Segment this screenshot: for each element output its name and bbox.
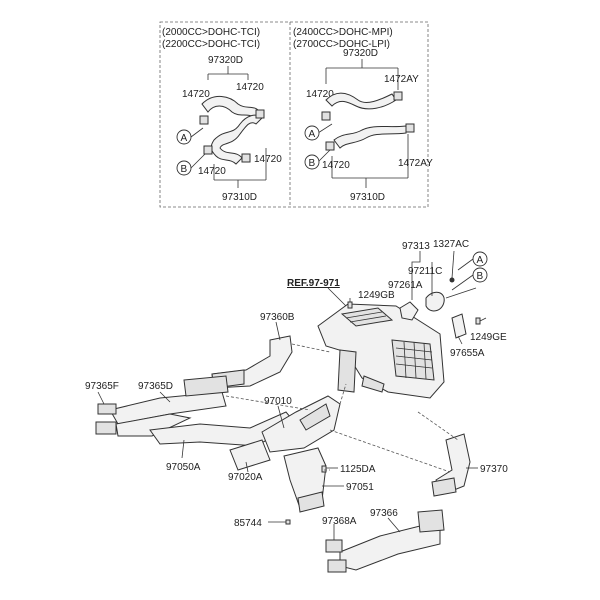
inset-left-bottom-leader	[213, 148, 267, 188]
inset-right-panel: (2400CC>DOHC-MPI) (2700CC>DOHC-LPI) 9732…	[293, 27, 433, 203]
part-97365f-label: 97365F	[85, 381, 119, 392]
part-97368a-label: 97368A	[322, 516, 357, 527]
part-97261a-label: 97261A	[388, 280, 423, 291]
inset-left-callout-leaders	[190, 127, 208, 169]
main-callout-b-letter: B	[477, 271, 484, 282]
part-97360b-label: 97360B	[260, 312, 295, 323]
inset-left-clamp-icon	[255, 109, 265, 119]
vent-97365f-outlet	[95, 421, 117, 435]
inset-right-top-leader	[325, 59, 399, 90]
inset-right-clamp-icon	[405, 123, 415, 133]
inset-left-upper-hose	[201, 96, 261, 119]
heater-unit	[317, 303, 445, 399]
vent-97365f	[97, 403, 117, 415]
inset-right-callout-b-letter: B	[309, 158, 316, 169]
part-97020a-label: 97020A	[228, 472, 263, 483]
part-1249gb-label: 1249GB	[358, 290, 395, 301]
inset-right-callout-a-icon	[304, 125, 320, 141]
inset-left-top-part-label: 97320D	[208, 55, 243, 66]
inset-right-clamp-icon	[325, 141, 335, 151]
inset-right-clamp-icon	[393, 91, 403, 101]
inset-left-header-2: (2200CC>DOHC-TCI)	[162, 39, 260, 50]
inset-right-clamp-lower-left-label: 14720	[322, 160, 350, 171]
duct-97366	[339, 525, 441, 571]
heater-unit-drain	[337, 349, 357, 393]
part-97365d-label: 97365D	[138, 381, 173, 392]
grommet-1327ac	[449, 277, 455, 283]
part-97366-label: 97366	[370, 508, 398, 519]
part-1327ac-label: 1327AC	[433, 239, 469, 250]
inset-right-lower-hose	[333, 125, 407, 149]
part-97370-label: 97370	[480, 464, 508, 475]
inset-left-bottom-part-label: 97310D	[222, 192, 257, 203]
inset-right-header-2: (2700CC>DOHC-LPI)	[293, 39, 390, 50]
part-97211c-label: 97211C	[408, 266, 442, 277]
part-1249ge-label: 1249GE	[470, 332, 507, 343]
bolt-1249ge	[475, 317, 481, 325]
heater-unit-grille	[391, 339, 435, 381]
duct-97020a	[229, 439, 271, 471]
inset-right-bottom-part-label: 97310D	[350, 192, 385, 203]
inset-left-header-1: (2000CC>DOHC-TCI)	[162, 27, 260, 38]
inset-right-top-part-label: 97320D	[343, 48, 378, 59]
inset-left-callout-b-icon	[176, 160, 192, 176]
inset-right-clamp-upper-right-label: 1472AY	[384, 74, 419, 85]
inset-right-upper-hose	[325, 92, 397, 110]
inset-left-clamp-icon	[203, 145, 213, 155]
bolt-1249gb	[347, 301, 353, 309]
engine-variant-inset: (2000CC>DOHC-TCI) (2200CC>DOHC-TCI) 9732…	[159, 21, 433, 208]
inset-left-clamp-lower-left-label: 14720	[198, 166, 226, 177]
part-97050a-label: 97050A	[166, 462, 201, 473]
part-97010-label: 97010	[264, 396, 292, 407]
inset-left-panel: (2000CC>DOHC-TCI) (2200CC>DOHC-TCI) 9732…	[162, 27, 282, 203]
inset-left-callout-a-letter: A	[181, 133, 188, 144]
clip-85744	[285, 519, 291, 525]
assembly-guide-lines	[225, 343, 459, 473]
part-97313-label: 97313	[402, 241, 430, 252]
bracket-97655a	[451, 313, 467, 339]
actuator-97261a	[399, 301, 419, 321]
inset-left-callout-a-icon	[176, 129, 192, 145]
inset-left-clamp-icon	[241, 153, 251, 163]
inset-right-bottom-leader	[331, 134, 409, 188]
ref-label: REF.97-971	[287, 278, 340, 289]
inset-left-clamp-icon	[199, 115, 209, 125]
part-1125da-label: 1125DA	[340, 464, 376, 475]
cable-97211c	[425, 291, 445, 312]
inset-right-callout-a-letter: A	[309, 129, 316, 140]
inset-right-callout-leaders	[317, 123, 333, 163]
inset-left-clamp-lower-right-label: 14720	[254, 154, 282, 165]
inset-left-top-leader	[207, 66, 249, 80]
screw-1125da	[321, 465, 327, 473]
inset-frame	[159, 21, 429, 208]
hvac-assembly: A B	[85, 239, 508, 573]
inset-left-callout-b-letter: B	[181, 164, 188, 175]
inset-right-clamp-lower-right-label: 1472AY	[398, 158, 433, 169]
inset-right-callout-b-icon	[304, 154, 320, 170]
inset-left-lower-hose	[210, 114, 263, 165]
inset-right-clamp-icon	[321, 111, 331, 121]
inset-right-header-1: (2400CC>DOHC-MPI)	[293, 27, 393, 38]
vent-97368a	[325, 539, 343, 553]
part-97051-label: 97051	[346, 482, 374, 493]
inset-left-clamp-upper-left-label: 14720	[182, 89, 210, 100]
part-97655a-label: 97655A	[450, 348, 485, 359]
inset-right-clamp-upper-left-label: 14720	[306, 89, 334, 100]
inset-left-clamp-upper-right-label: 14720	[236, 82, 264, 93]
main-callout-a-letter: A	[477, 255, 484, 266]
part-85744-label: 85744	[234, 518, 262, 529]
ref-leader	[327, 287, 347, 307]
